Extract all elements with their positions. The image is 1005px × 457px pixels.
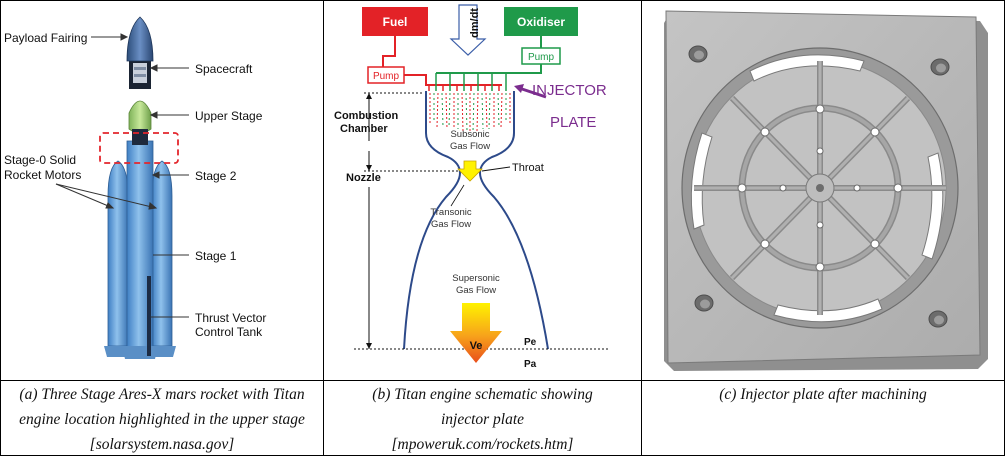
dimension-markers — [354, 92, 609, 350]
caption-a-line3: [solarsystem.nasa.gov] — [89, 436, 235, 453]
titan-engine-highlight-box — [99, 132, 179, 164]
label-subsonic-line1: Subsonic — [450, 129, 489, 140]
throat-arrow — [457, 160, 483, 182]
panel-b-engine-schematic: Fuel Oxidiser dm/dt Pump Pump — [324, 1, 641, 380]
core-stage — [122, 140, 158, 359]
table-border-top — [0, 0, 1005, 1]
label-combustion-line1: Combustion — [334, 110, 398, 122]
label-stage1: Stage 1 — [195, 249, 237, 263]
label-pa: Pa — [524, 359, 537, 370]
injector-holes — [737, 104, 903, 272]
table-border-left — [0, 0, 1, 456]
panel-c-injector-plate — [642, 1, 1004, 380]
label-nozzle: Nozzle — [346, 172, 381, 184]
label-supersonic-line1: Supersonic — [452, 273, 500, 284]
exhaust-velocity-arrow — [450, 303, 502, 363]
chamber-wall-left — [403, 91, 462, 350]
rocket-diagram: Payload Fairing Spacecraft Upper Stage S… — [4, 16, 266, 359]
label-spacecraft: Spacecraft — [195, 62, 253, 76]
table-divider-1 — [323, 0, 324, 456]
label-oxidiser: Oxidiser — [517, 15, 565, 29]
label-stage0-line2: Rocket Motors — [4, 168, 81, 182]
label-injector-line2: PLATE — [550, 114, 596, 131]
caption-b: (b) Titan engine schematic showing injec… — [324, 382, 641, 457]
caption-c-line1: (c) Injector plate after machining — [719, 386, 927, 403]
label-stage0-line1: Stage-0 Solid — [4, 153, 76, 167]
fuel-tank — [362, 7, 428, 36]
table-divider-2 — [641, 0, 642, 456]
label-pump-left: Pump — [373, 71, 400, 82]
injector-manifold — [428, 73, 507, 91]
label-throat: Throat — [512, 162, 544, 174]
label-payload-fairing: Payload Fairing — [4, 31, 87, 45]
label-transonic-line1: Transonic — [430, 207, 472, 218]
label-tvc-line1: Thrust Vector — [195, 311, 266, 325]
label-stage2: Stage 2 — [195, 169, 237, 183]
caption-a-line1: (a) Three Stage Ares-X mars rocket with … — [19, 386, 305, 403]
thrust-vector-control-tank — [147, 276, 151, 356]
label-supersonic-line2: Gas Flow — [456, 285, 496, 296]
mass-flow-arrow — [449, 4, 487, 56]
label-pump-right: Pump — [528, 52, 555, 63]
label-upper-stage: Upper Stage — [195, 109, 263, 123]
payload-fairing — [126, 16, 154, 62]
caption-a: (a) Three Stage Ares-X mars rocket with … — [1, 382, 323, 457]
label-subsonic-line2: Gas Flow — [450, 141, 490, 152]
label-tvc-line2: Control Tank — [195, 325, 263, 339]
caption-b-line1: (b) Titan engine schematic showing — [372, 386, 593, 403]
label-injector-line1: INJECTOR — [532, 82, 607, 99]
panel-a-rocket: Payload Fairing Spacecraft Upper Stage S… — [1, 1, 323, 380]
oxidiser-tank — [504, 7, 578, 36]
label-ve: Ve — [470, 340, 483, 352]
caption-b-line3: [mpoweruk.com/rockets.htm] — [391, 436, 574, 453]
spacecraft — [129, 59, 151, 89]
outer-slots — [690, 54, 944, 323]
caption-a-line2: engine location highlighted in the upper… — [19, 411, 305, 428]
engine-schematic: Fuel Oxidiser dm/dt Pump Pump — [334, 4, 609, 370]
caption-b-line2: injector plate — [440, 411, 525, 428]
injector-spray — [429, 92, 511, 132]
label-combustion-line2: Chamber — [340, 123, 388, 135]
injector-plate-render — [664, 10, 988, 371]
label-pe: Pe — [524, 337, 537, 348]
label-fuel: Fuel — [383, 15, 408, 29]
chamber-wall-right — [478, 91, 549, 350]
upper-stage — [128, 100, 152, 145]
caption-row-divider — [0, 380, 1005, 381]
label-dmdt: dm/dt — [469, 8, 481, 38]
caption-c: (c) Injector plate after machining — [642, 382, 1004, 407]
label-transonic-line2: Gas Flow — [431, 219, 471, 230]
